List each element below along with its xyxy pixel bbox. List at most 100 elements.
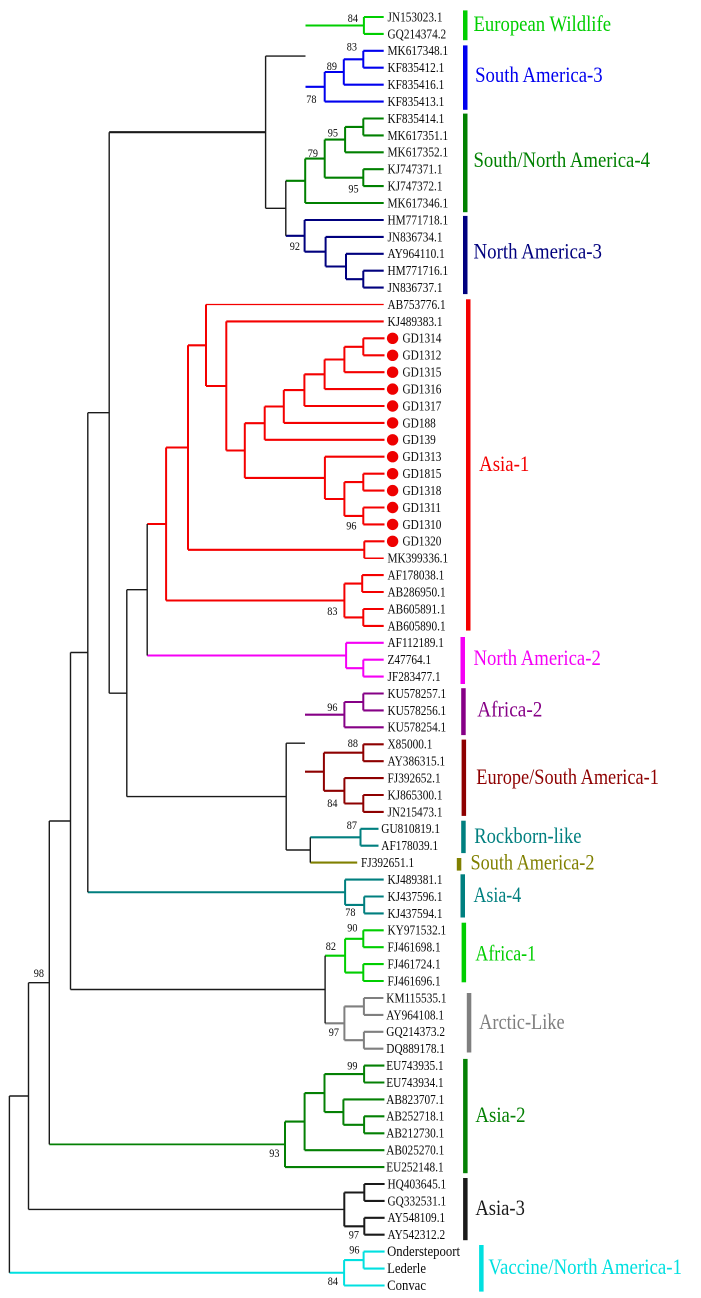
svg-text:AB605891.1: AB605891.1 (388, 601, 446, 616)
svg-text:78: 78 (345, 905, 355, 919)
svg-text:GD139: GD139 (403, 432, 437, 447)
svg-text:FJ461698.1: FJ461698.1 (388, 940, 441, 955)
svg-text:GD1313: GD1313 (403, 449, 442, 464)
svg-text:KJ437594.1: KJ437594.1 (388, 906, 443, 921)
svg-text:Vaccine/North America-1: Vaccine/North America-1 (488, 1254, 682, 1279)
svg-text:EU743934.1: EU743934.1 (386, 1075, 444, 1090)
svg-text:GD1311: GD1311 (403, 500, 442, 515)
svg-text:99: 99 (347, 1059, 357, 1073)
svg-text:AF178038.1: AF178038.1 (388, 568, 445, 583)
svg-text:83: 83 (327, 604, 337, 618)
svg-text:87: 87 (347, 818, 357, 832)
svg-text:South America-3: South America-3 (475, 62, 603, 87)
svg-text:EU743935.1: EU743935.1 (386, 1058, 444, 1073)
svg-text:KU578257.1: KU578257.1 (388, 686, 447, 701)
svg-text:KY971532.1: KY971532.1 (388, 923, 447, 938)
svg-text:MK617348.1: MK617348.1 (388, 43, 449, 58)
svg-text:AF112189.1: AF112189.1 (388, 635, 444, 650)
svg-text:KJ489381.1: KJ489381.1 (388, 872, 443, 887)
svg-text:MK617346.1: MK617346.1 (388, 195, 449, 210)
svg-text:AY964110.1: AY964110.1 (388, 246, 445, 261)
svg-text:78: 78 (306, 92, 316, 106)
svg-text:KJ747372.1: KJ747372.1 (388, 179, 443, 194)
svg-text:South/North America-4: South/North America-4 (474, 147, 651, 172)
svg-text:MK617351.1: MK617351.1 (388, 128, 449, 143)
svg-text:EU252148.1: EU252148.1 (386, 1160, 444, 1175)
svg-text:Asia-3: Asia-3 (475, 1195, 525, 1220)
svg-text:AY386315.1: AY386315.1 (388, 754, 446, 769)
svg-text:HQ403645.1: HQ403645.1 (388, 1176, 447, 1191)
svg-text:FJ392652.1: FJ392652.1 (388, 771, 441, 786)
svg-text:KJ865300.1: KJ865300.1 (388, 787, 443, 802)
svg-text:KU578256.1: KU578256.1 (388, 703, 447, 718)
svg-text:96: 96 (349, 1243, 359, 1257)
svg-text:Lederle: Lederle (387, 1261, 426, 1277)
svg-text:AY964108.1: AY964108.1 (386, 1007, 444, 1022)
svg-text:GD1310: GD1310 (403, 517, 442, 532)
svg-text:AB286950.1: AB286950.1 (388, 584, 446, 599)
svg-text:European Wildlife: European Wildlife (474, 11, 612, 36)
svg-text:KF835416.1: KF835416.1 (388, 77, 445, 92)
svg-text:FJ461696.1: FJ461696.1 (388, 973, 441, 988)
svg-text:FJ392651.1: FJ392651.1 (361, 855, 414, 870)
svg-text:84: 84 (327, 796, 337, 810)
svg-text:GQ214373.2: GQ214373.2 (386, 1024, 445, 1039)
svg-text:JN215473.1: JN215473.1 (388, 804, 443, 819)
svg-text:KJ437596.1: KJ437596.1 (388, 889, 443, 904)
svg-text:90: 90 (347, 921, 357, 935)
svg-text:83: 83 (347, 40, 357, 54)
svg-text:Europe/South America-1: Europe/South America-1 (476, 764, 659, 789)
svg-text:AB212730.1: AB212730.1 (386, 1126, 444, 1141)
svg-text:KF835412.1: KF835412.1 (388, 60, 445, 75)
svg-text:AY548109.1: AY548109.1 (388, 1210, 446, 1225)
svg-text:KF835414.1: KF835414.1 (388, 111, 445, 126)
svg-text:JF283477.1: JF283477.1 (388, 669, 441, 684)
svg-text:Onderstepoort: Onderstepoort (387, 1244, 461, 1260)
svg-text:84: 84 (328, 1274, 338, 1288)
svg-text:KM115535.1: KM115535.1 (386, 990, 446, 1005)
svg-text:MK399336.1: MK399336.1 (388, 551, 449, 566)
svg-text:AB605890.1: AB605890.1 (388, 618, 446, 633)
svg-text:KF835413.1: KF835413.1 (388, 94, 445, 109)
svg-text:88: 88 (348, 736, 358, 750)
svg-text:Asia-1: Asia-1 (479, 451, 529, 476)
svg-text:Convac: Convac (387, 1278, 426, 1294)
svg-text:98: 98 (34, 966, 44, 980)
svg-text:GD1317: GD1317 (403, 398, 442, 413)
svg-text:Asia-2: Asia-2 (475, 1102, 525, 1127)
svg-text:GD1312: GD1312 (403, 348, 442, 363)
svg-text:GD1320: GD1320 (403, 534, 442, 549)
svg-text:GD1815: GD1815 (403, 466, 442, 481)
svg-text:JN153023.1: JN153023.1 (388, 9, 443, 24)
svg-text:97: 97 (349, 1228, 359, 1242)
svg-text:GQ214374.2: GQ214374.2 (388, 26, 447, 41)
svg-text:HM771716.1: HM771716.1 (388, 263, 449, 278)
svg-text:GD1314: GD1314 (403, 331, 442, 346)
svg-text:KJ747371.1: KJ747371.1 (388, 162, 443, 177)
svg-text:GD188: GD188 (403, 415, 437, 430)
svg-text:95: 95 (348, 182, 358, 196)
svg-text:AB823707.1: AB823707.1 (386, 1092, 444, 1107)
svg-text:DQ889178.1: DQ889178.1 (386, 1041, 445, 1056)
svg-text:92: 92 (290, 239, 300, 253)
svg-text:79: 79 (308, 146, 318, 160)
svg-text:GD1318: GD1318 (403, 483, 442, 498)
svg-text:97: 97 (329, 1025, 339, 1039)
svg-text:93: 93 (269, 1146, 279, 1160)
svg-text:GD1315: GD1315 (403, 365, 442, 380)
svg-text:89: 89 (327, 59, 337, 73)
svg-text:AF178039.1: AF178039.1 (381, 838, 438, 853)
svg-text:Rockborn-like: Rockborn-like (474, 823, 581, 848)
svg-text:AB753776.1: AB753776.1 (388, 297, 446, 312)
svg-text:KJ489383.1: KJ489383.1 (388, 314, 443, 329)
svg-text:KU578254.1: KU578254.1 (388, 720, 447, 735)
svg-text:GD1316: GD1316 (403, 382, 442, 397)
svg-text:Arctic-Like: Arctic-Like (479, 1009, 565, 1034)
svg-text:North America-2: North America-2 (474, 645, 601, 670)
svg-text:96: 96 (346, 519, 356, 533)
svg-text:South America-2: South America-2 (471, 850, 595, 875)
svg-text:Africa-2: Africa-2 (477, 696, 542, 721)
svg-text:AY542312.2: AY542312.2 (388, 1227, 446, 1242)
svg-text:X85000.1: X85000.1 (388, 737, 433, 752)
svg-text:Z47764.1: Z47764.1 (388, 652, 432, 667)
